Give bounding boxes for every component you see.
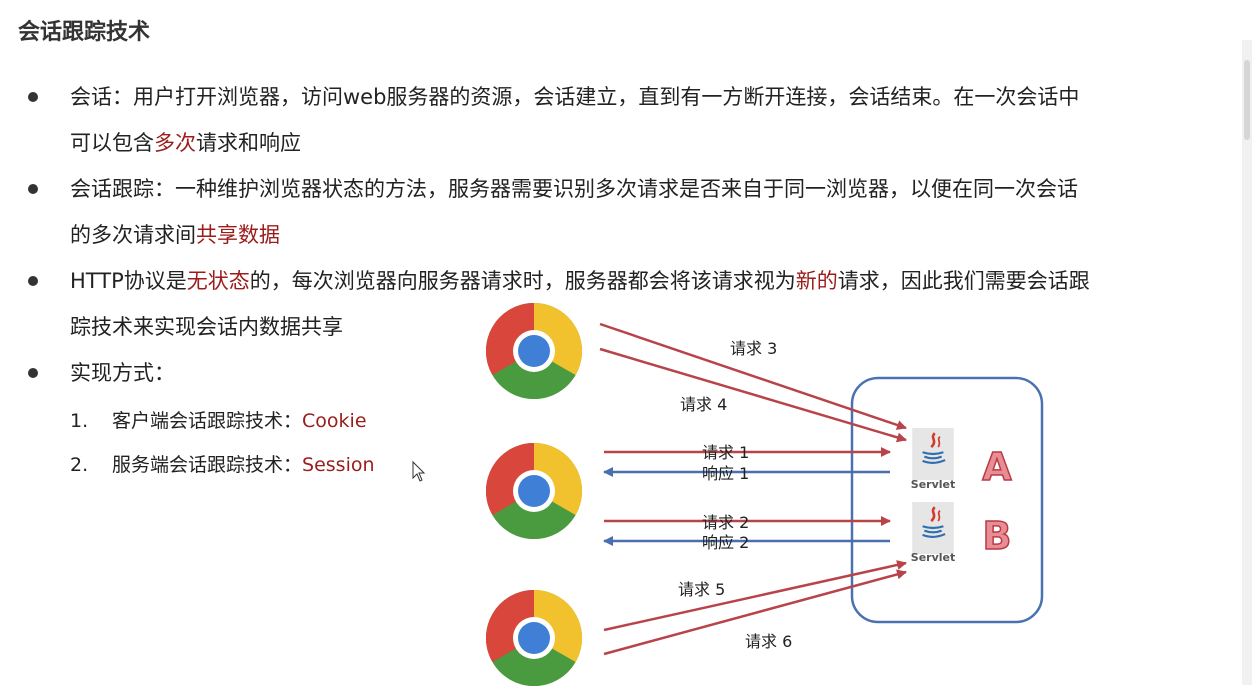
method-value: Session [302,454,375,476]
request-arrow [599,347,907,443]
bullet-dot [28,184,38,194]
method-item-session: 2.服务端会话跟踪技术：Session [70,454,375,476]
bullet-line: 会话：用户打开浏览器，访问web服务器的资源，会话建立，直到有一方断开连接，会话… [70,85,1080,109]
bullet-http-stateless: HTTP协议是无状态的，每次浏览器向服务器请求时，服务器都会将该请求视为新的请求… [28,258,1228,350]
arrow-label: 响应 2 [702,533,749,552]
chrome-icon [485,443,583,540]
arrow-label: 请求 6 [745,632,792,651]
bullet-session-tracking: 会话跟踪：一种维护浏览器状态的方法，服务器需要识别多次请求是否来自于同一浏览器，… [28,166,1228,258]
java-servlet-icon [910,502,956,554]
java-servlet-icon [910,428,956,480]
bullet-implementation: 实现方式： [28,350,1228,396]
highlight-text: 新的 [795,269,838,293]
servlet-letter-a: A [982,445,1012,489]
highlight-text: 多次 [154,131,196,155]
arrow-label: 请求 3 [730,339,777,358]
arrow-label: 请求 1 [702,443,749,462]
scrollbar-thumb[interactable] [1244,60,1250,140]
chrome-icon [485,590,583,687]
bullet-line: 踪技术来实现会话内数据共享 [70,315,343,339]
bullet-dot [28,276,38,286]
bullet-line: HTTP协议是无状态的，每次浏览器向服务器请求时，服务器都会将该请求视为新的请求… [70,269,1090,293]
server-box [850,376,1044,624]
method-value: Cookie [302,410,367,432]
cursor-icon [412,460,426,482]
request-arrow [603,569,907,656]
highlight-text: 无状态 [186,269,250,293]
bullet-line: 可以包含多次请求和响应 [70,131,301,155]
arrow-label: 请求 4 [680,395,727,414]
bullet-line: 实现方式： [70,361,175,385]
page-title: 会话跟踪技术 [18,20,151,45]
request-arrow [603,560,907,632]
arrow-label: 响应 1 [702,464,749,483]
scrollbar[interactable] [1242,40,1252,685]
chrome-icon [485,303,583,400]
highlight-text: 共享数据 [196,223,280,247]
servlet-label: Servlet [911,478,955,491]
servlet-letter-b: B [983,514,1012,558]
bullet-session: 会话：用户打开浏览器，访问web服务器的资源，会话建立，直到有一方断开连接，会话… [28,74,1228,166]
bullet-dot [28,368,38,378]
bullet-dot [28,92,38,102]
bullet-line: 会话跟踪：一种维护浏览器状态的方法，服务器需要识别多次请求是否来自于同一浏览器，… [70,177,1078,201]
method-item-cookie: 1.客户端会话跟踪技术：Cookie [70,410,367,432]
bullet-line: 的多次请求间共享数据 [70,223,280,247]
request-arrow [599,322,907,430]
arrow-label: 请求 2 [702,513,749,532]
servlet-label: Servlet [911,551,955,564]
arrow-label: 请求 5 [678,580,725,599]
